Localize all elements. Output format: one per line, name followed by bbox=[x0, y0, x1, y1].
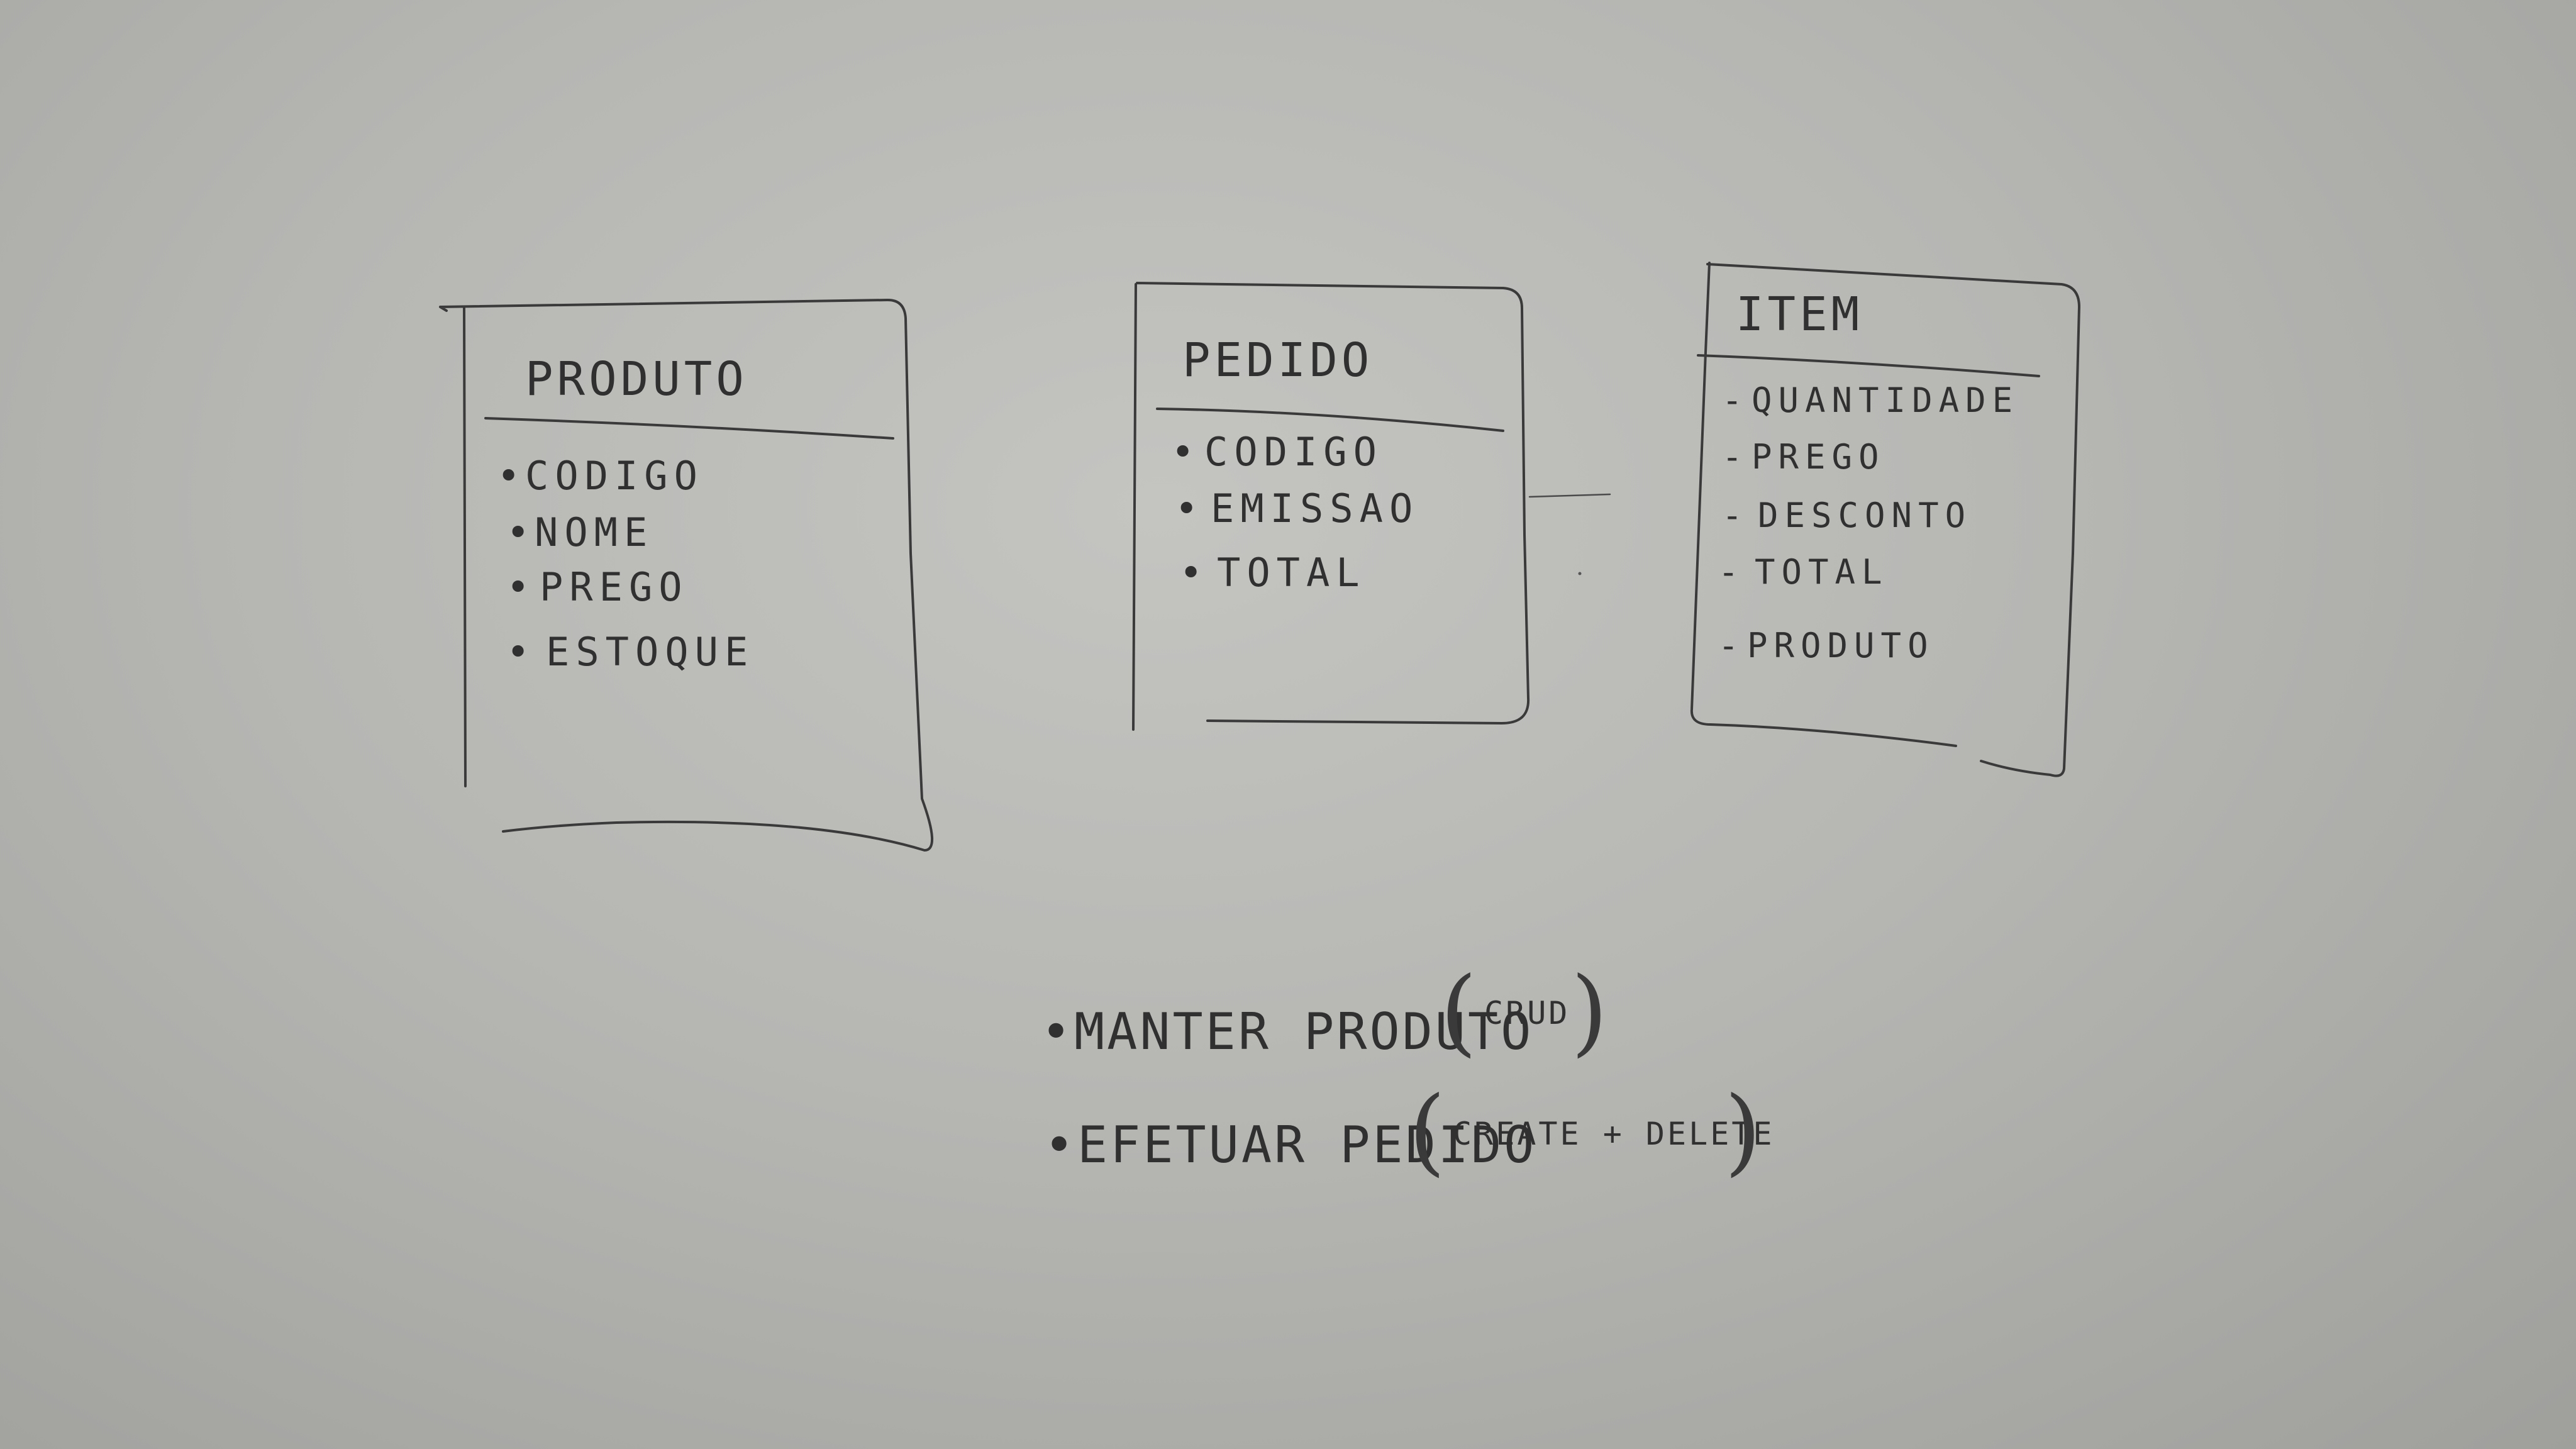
entity-produto-border bbox=[439, 298, 934, 852]
entity-pedido-title: PEDIDO bbox=[1182, 333, 1373, 387]
attr-codigo: CODIGO bbox=[1204, 429, 1383, 475]
entity-item-divider bbox=[1697, 354, 2040, 377]
entity-produto-attributes: • CODIGO • NOME • PREGO • ESTOQUE bbox=[497, 453, 754, 675]
entity-item-border bbox=[1690, 262, 2080, 777]
entity-pedido-attributes: • CODIGO • EMISSAO • TOTAL bbox=[1171, 429, 1419, 596]
paren-close: ) bbox=[1724, 1077, 1762, 1186]
attr-produto: PRODUTO bbox=[1747, 626, 1935, 665]
entity-item-title: ITEM bbox=[1736, 287, 1863, 341]
attr-bullet: • bbox=[506, 509, 536, 555]
use-case-name: EFETUAR PEDIDO bbox=[1077, 1116, 1536, 1174]
attr-prego: PREGO bbox=[540, 564, 689, 610]
attr-codigo: CODIGO bbox=[525, 453, 704, 499]
stray-mark bbox=[1578, 572, 1582, 575]
attr-nome: NOME bbox=[535, 509, 653, 555]
attr-desconto: DESCONTO bbox=[1758, 496, 1972, 535]
use-case-efetuar-pedido: • EFETUAR PEDIDO ( CREATE + DELETE ) bbox=[1044, 1077, 1775, 1186]
attr-bullet: - bbox=[1718, 626, 1745, 665]
use-case-list: • MANTER PRODUTO ( CRUD ) • EFETUAR PEDI… bbox=[1041, 957, 1775, 1186]
paren-close: ) bbox=[1571, 957, 1608, 1067]
attr-bullet: - bbox=[1722, 437, 1749, 477]
attr-bullet: - bbox=[1722, 380, 1749, 420]
attr-bullet: - bbox=[1718, 552, 1745, 592]
entity-item: ITEM - QUANTIDADE - PREGO - DESCONTO - T… bbox=[1690, 262, 2080, 777]
entity-pedido: PEDIDO • CODIGO • EMISSAO • TOTAL bbox=[1132, 282, 1530, 731]
attr-bullet: • bbox=[1179, 550, 1209, 596]
relationship-pedido-item bbox=[1528, 493, 1611, 498]
entity-pedido-divider bbox=[1156, 408, 1504, 432]
entity-item-attributes: - QUANTIDADE - PREGO - DESCONTO - TOTAL … bbox=[1718, 380, 2019, 665]
use-case-manter-produto: • MANTER PRODUTO ( CRUD ) bbox=[1041, 957, 1608, 1067]
attr-bullet: • bbox=[497, 453, 526, 499]
paren-open: ( bbox=[1409, 1077, 1446, 1186]
use-case-detail: CRUD bbox=[1484, 995, 1570, 1031]
entity-produto: PRODUTO • CODIGO • NOME • PREGO • ESTOQU… bbox=[439, 298, 934, 852]
entity-pedido-border bbox=[1132, 282, 1530, 731]
entity-produto-title: PRODUTO bbox=[525, 352, 748, 406]
entity-produto-divider bbox=[484, 417, 894, 440]
attr-bullet: • bbox=[506, 629, 536, 675]
attr-bullet: • bbox=[1175, 486, 1204, 531]
paren-open: ( bbox=[1440, 957, 1477, 1067]
attr-quantidade: QUANTIDADE bbox=[1752, 380, 2019, 420]
use-case-name: MANTER PRODUTO bbox=[1074, 1002, 1533, 1061]
attr-total: TOTAL bbox=[1755, 552, 1889, 592]
attr-bullet: • bbox=[506, 564, 536, 610]
attr-prego: PREGO bbox=[1752, 437, 1885, 477]
use-case-bullet: • bbox=[1041, 1002, 1074, 1061]
attr-estoque: ESTOQUE bbox=[546, 629, 754, 675]
attr-total: TOTAL bbox=[1217, 550, 1366, 596]
use-case-bullet: • bbox=[1044, 1116, 1077, 1174]
attr-bullet: - bbox=[1722, 496, 1749, 535]
attr-emissao: EMISSAO bbox=[1211, 486, 1419, 531]
attr-bullet: • bbox=[1171, 429, 1201, 475]
use-case-detail: CREATE + DELETE bbox=[1453, 1116, 1775, 1152]
